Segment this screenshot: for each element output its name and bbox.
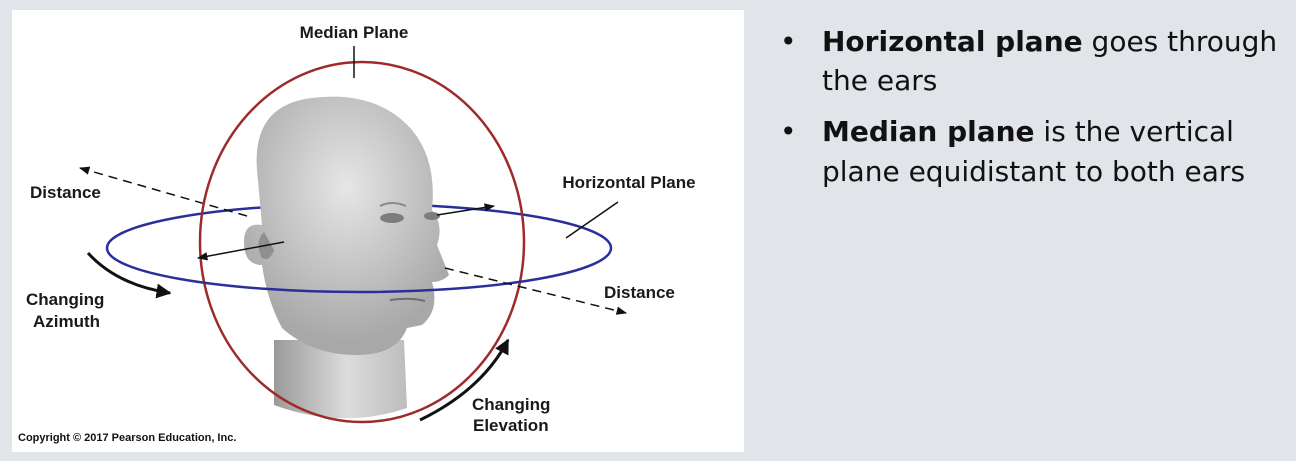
label-changing-elevation-line2: Elevation (473, 416, 549, 435)
bullet-term: Median plane (822, 115, 1035, 149)
bullet-item-horizontal-plane: • Horizontal plane goes through the ears (780, 22, 1290, 100)
bullet-marker: • (780, 115, 797, 149)
distance-line-left (78, 166, 248, 217)
head-planes-figure: Median Plane Horizontal Plane Distance D… (12, 10, 744, 452)
label-distance-right: Distance (604, 283, 675, 302)
horizontal-plane-leader (565, 201, 619, 239)
label-median-plane: Median Plane (300, 23, 409, 42)
ear-arrow-right (436, 203, 496, 216)
azimuth-arrow (86, 251, 172, 299)
median-plane-circle (198, 60, 526, 424)
label-distance-left: Distance (30, 183, 101, 202)
label-changing-azimuth-line2: Azimuth (33, 312, 100, 331)
head-figure (244, 96, 449, 419)
ear-arrow-left (196, 241, 285, 261)
copyright-text: Copyright © 2017 Pearson Education, Inc. (18, 432, 236, 444)
horizontal-plane-front (105, 247, 613, 294)
label-changing-elevation-line1: Changing (472, 395, 550, 414)
distance-line-right (444, 267, 628, 315)
bullet-text: goes through the ears (822, 25, 1278, 98)
label-horizontal-plane: Horizontal Plane (562, 173, 695, 192)
bullet-list: • Horizontal plane goes through the ears… (780, 22, 1290, 203)
bullet-term: Horizontal plane (822, 25, 1083, 58)
label-changing-azimuth-line1: Changing (26, 290, 104, 309)
head-planes-diagram: Median Plane Horizontal Plane Distance D… (18, 23, 696, 444)
elevation-arrow (419, 338, 510, 422)
bullet-text: is the vertical plane equidistant to bot… (822, 115, 1246, 188)
bullet-marker: • (780, 25, 797, 58)
bullet-item-median-plane: • Median plane is the vertical plane equ… (780, 112, 1290, 190)
